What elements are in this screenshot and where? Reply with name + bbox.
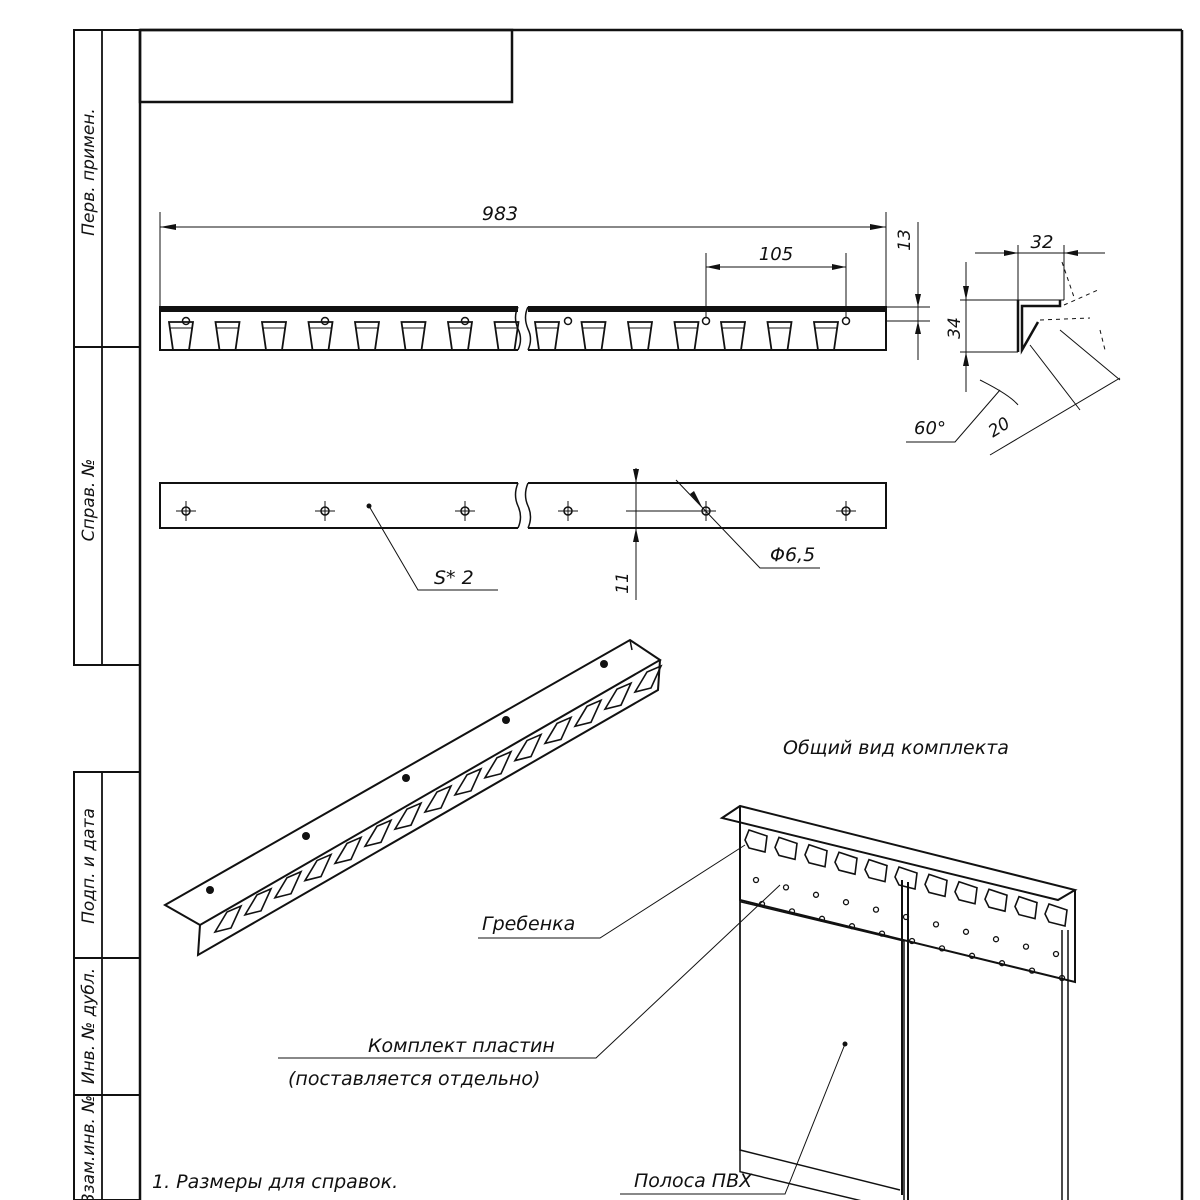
dimension-pitch: 105 xyxy=(705,244,847,318)
assembly-hook xyxy=(834,851,858,876)
assembly-strip-holes xyxy=(752,876,1066,982)
comb-hook xyxy=(533,321,561,351)
comb-front-view xyxy=(159,306,887,351)
profile-section: 32 34 60° 20 xyxy=(906,232,1121,456)
iso-hook xyxy=(633,664,663,694)
iso-hook xyxy=(393,801,423,831)
side-stamp: Перв. примен. Справ. № Подп. и дата Инв.… xyxy=(73,29,141,1200)
dim-angle-text: 60° xyxy=(914,418,946,439)
comb-hook xyxy=(446,321,474,351)
assembly-hook xyxy=(1044,903,1068,927)
iso-hook xyxy=(603,681,633,711)
label-pvc-strip: Полоса ПВХ xyxy=(634,1170,753,1192)
dim-20-text: 20 xyxy=(985,414,1014,442)
iso-hook xyxy=(243,887,273,917)
dimension-heights: 13 xyxy=(886,222,930,360)
iso-hook xyxy=(513,733,543,762)
assembly-hook xyxy=(804,843,828,868)
callout-plates: Комплект пластин (поставляется отдельно) xyxy=(278,884,781,1090)
assembly-hook xyxy=(864,858,888,883)
thickness-label: S* 2 xyxy=(434,567,474,589)
comb-isometric xyxy=(162,638,663,957)
comb-hook xyxy=(167,321,195,351)
comb-hook xyxy=(400,321,427,351)
iso-hook xyxy=(543,715,573,745)
assembly-hook xyxy=(744,829,768,853)
iso-hook xyxy=(483,750,513,779)
stamp-vzam-inv-no: Взам.инв. № xyxy=(79,1095,99,1200)
dim-105-text: 105 xyxy=(759,244,793,265)
note-1: 1. Размеры для справок. xyxy=(152,1171,398,1193)
comb-hook xyxy=(214,321,241,351)
iso-hook xyxy=(333,835,363,865)
assembly-hook xyxy=(954,880,978,905)
iso-hook xyxy=(423,784,453,814)
comb-hook xyxy=(719,321,747,351)
comb-hook xyxy=(673,321,700,351)
dim-983-text: 983 xyxy=(482,203,518,225)
comb-hook xyxy=(812,321,840,351)
dim-34-text: 34 xyxy=(945,317,965,339)
dimension-overall-length: 983 xyxy=(159,203,887,307)
mounting-holes-top xyxy=(176,501,856,521)
iso-comb-hooks xyxy=(213,664,663,934)
assembly-hook xyxy=(1014,895,1038,920)
dim-11-text: 11 xyxy=(613,572,633,594)
callout-comb: Гребенка xyxy=(478,844,746,939)
assembly-hook xyxy=(984,888,1008,913)
callout-pvc: Полоса ПВХ xyxy=(620,1041,848,1195)
iso-hook xyxy=(213,904,243,934)
iso-hook xyxy=(273,870,303,899)
dim-13-text: 13 xyxy=(895,229,915,251)
sheet-frame xyxy=(138,28,1184,1200)
comb-hooks xyxy=(167,321,840,351)
stamp-inv-no-dubl: Инв. № дубл. xyxy=(79,968,99,1084)
assembly-hooks xyxy=(744,829,1068,927)
comb-hook xyxy=(353,321,381,351)
label-plates-line2: (поставляется отдельно) xyxy=(288,1068,540,1090)
stamp-perv-primen: Перв. примен. xyxy=(79,108,99,236)
comb-hook xyxy=(580,321,607,351)
assembly-hook xyxy=(924,873,948,898)
comb-hook xyxy=(626,321,654,351)
comb-hook xyxy=(307,321,334,351)
comb-hook xyxy=(493,321,520,351)
general-view-title: Общий вид комплекта xyxy=(783,737,1009,759)
comb-top-view: S* 2 11 Φ6,5 xyxy=(159,468,887,600)
comb-hook xyxy=(260,321,288,351)
iso-hook xyxy=(303,853,333,882)
comb-hook xyxy=(766,321,793,351)
assembly-general-view xyxy=(719,804,1078,1200)
iso-hook xyxy=(453,767,483,797)
iso-hook xyxy=(573,698,603,728)
hole-diameter-label: Φ6,5 xyxy=(770,544,815,566)
assembly-hook xyxy=(774,836,798,861)
stamp-sprav-no: Справ. № xyxy=(79,459,99,542)
dim-32-text: 32 xyxy=(1031,232,1054,253)
stamp-podp-i-data: Подп. и дата xyxy=(79,808,99,924)
assembly-hook xyxy=(894,866,918,890)
iso-hook xyxy=(363,818,393,848)
label-comb: Гребенка xyxy=(482,913,575,935)
top-left-stamp-box xyxy=(138,28,514,104)
label-plates-line1: Комплект пластин xyxy=(368,1035,555,1057)
